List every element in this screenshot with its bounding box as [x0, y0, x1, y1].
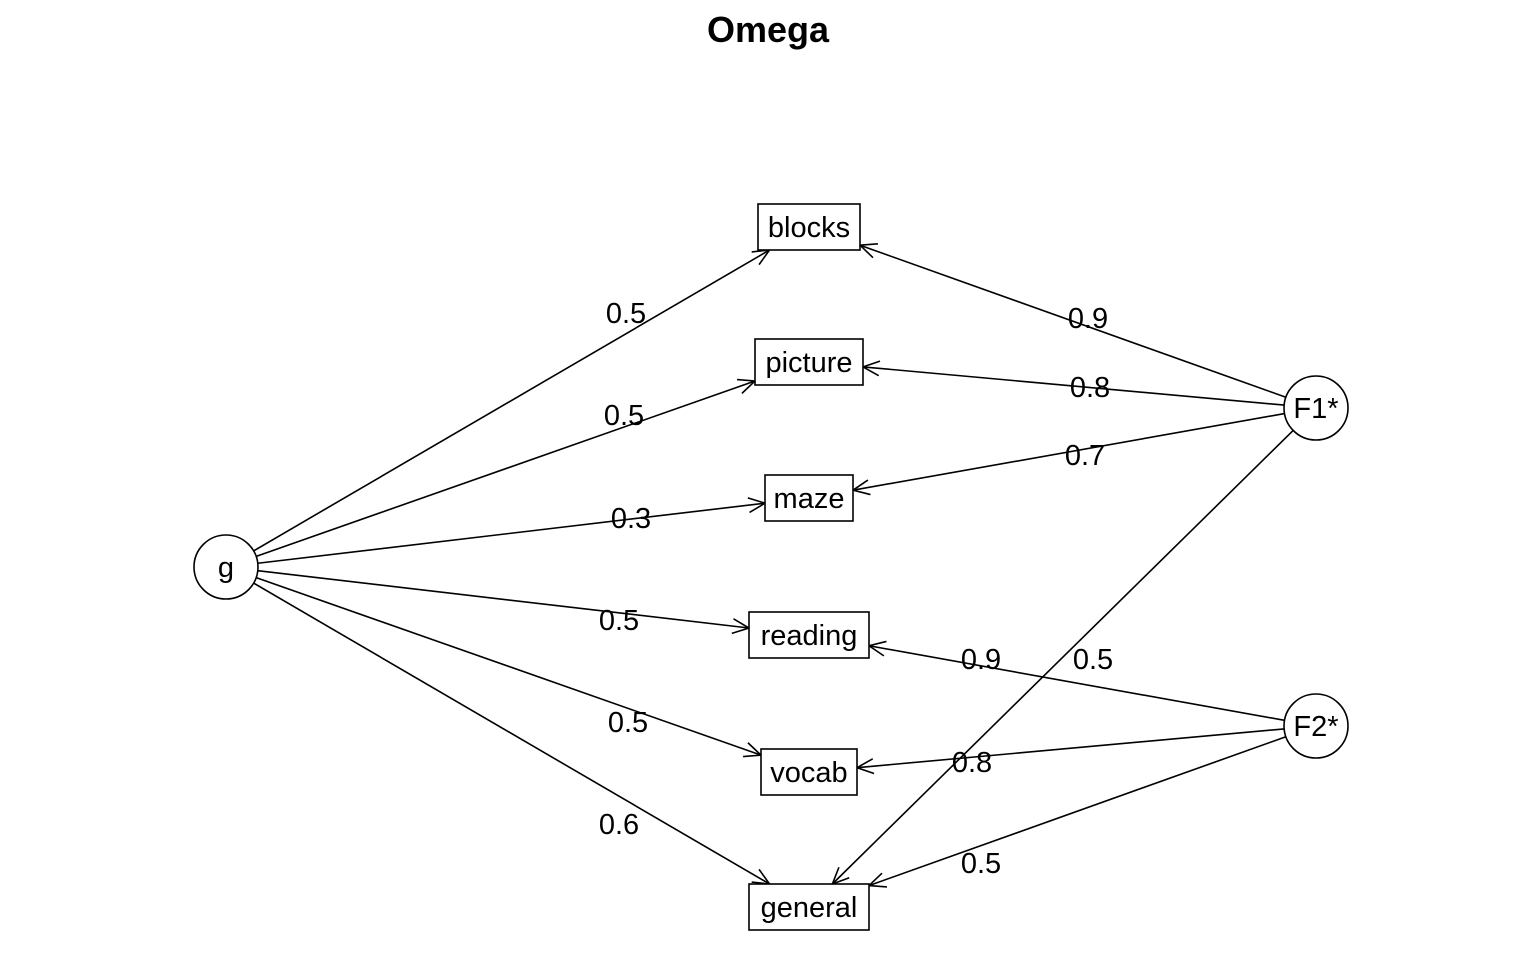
- node-maze: maze: [764, 474, 854, 522]
- observed-variable-box: [760, 748, 858, 796]
- edge-line: [257, 502, 766, 565]
- edge-label-g-blocks: 0.5: [606, 298, 646, 330]
- node-picture: picture: [754, 338, 864, 386]
- edge-label-f1-picture: 0.8: [1070, 372, 1110, 404]
- node-reading: reading: [748, 611, 870, 659]
- edge-g-blocks: [253, 249, 772, 552]
- observed-variable-box: [757, 203, 861, 251]
- node-vocab: vocab: [760, 748, 858, 796]
- edge-line: [255, 380, 756, 558]
- edge-label-f2-reading: 0.9: [961, 644, 1001, 676]
- node-label-maze: maze: [774, 483, 845, 515]
- edge-label-g-picture: 0.5: [604, 400, 644, 432]
- node-label-g: g: [218, 552, 234, 584]
- node-blocks: blocks: [757, 203, 861, 251]
- node-f2: F2*: [1283, 693, 1349, 759]
- edge-f2-general: [867, 736, 1287, 888]
- observed-variable-box: [748, 883, 870, 931]
- edge-line: [831, 429, 1294, 885]
- node-f1: F1*: [1283, 375, 1349, 441]
- edge-line: [257, 569, 750, 629]
- node-label-blocks: blocks: [768, 212, 850, 244]
- edge-line: [862, 366, 1285, 406]
- edge-line: [868, 644, 1285, 722]
- edge-label-g-reading: 0.5: [599, 605, 639, 637]
- edge-line: [253, 582, 770, 885]
- observed-variable-box: [754, 338, 864, 386]
- observed-variable-box: [748, 611, 870, 659]
- edge-f2-vocab: [855, 728, 1285, 775]
- node-label-f1: F1*: [1293, 393, 1338, 425]
- edge-label-f2-vocab: 0.8: [952, 747, 992, 779]
- edge-line: [852, 412, 1285, 491]
- observed-variable-box: [764, 474, 854, 522]
- latent-factor-circle: [193, 534, 259, 600]
- node-label-f2: F2*: [1293, 711, 1338, 743]
- edge-line: [255, 576, 762, 756]
- edge-g-picture: [255, 378, 757, 558]
- edge-line: [856, 728, 1285, 769]
- edge-g-vocab: [255, 576, 763, 758]
- edge-label-g-maze: 0.3: [611, 503, 651, 535]
- node-g: g: [193, 534, 259, 600]
- edge-label-f2-general: 0.5: [961, 848, 1001, 880]
- edges-layer: [253, 243, 1294, 888]
- edge-label-f1-blocks: 0.9: [1068, 303, 1108, 335]
- diagram-title: Omega: [707, 9, 830, 50]
- nodes-layer: g F1* F2* blocks picture maze reading vocab gene…: [193, 203, 1349, 931]
- node-label-general: general: [761, 892, 858, 924]
- node-general: general: [748, 883, 870, 931]
- edge-g-general: [253, 582, 772, 885]
- node-label-reading: reading: [761, 620, 858, 652]
- edge-labels-layer: 0.5 0.5 0.3 0.5 0.5 0.6 0.9 0.8 0.7 0.5 0.9 0.8 0.5: [599, 298, 1113, 880]
- edge-g-maze: [257, 497, 767, 565]
- edge-line: [253, 249, 770, 552]
- edge-line: [868, 736, 1287, 887]
- node-label-vocab: vocab: [770, 757, 847, 789]
- edge-label-f1-general: 0.5: [1073, 644, 1113, 676]
- edge-label-g-vocab: 0.5: [608, 707, 648, 739]
- latent-factor-circle: [1283, 693, 1349, 759]
- node-label-picture: picture: [765, 347, 852, 379]
- edge-label-g-general: 0.6: [599, 809, 639, 841]
- edge-label-f1-maze: 0.7: [1065, 440, 1105, 472]
- edge-g-reading: [257, 569, 751, 635]
- edge-line: [859, 244, 1287, 398]
- latent-factor-circle: [1283, 375, 1349, 441]
